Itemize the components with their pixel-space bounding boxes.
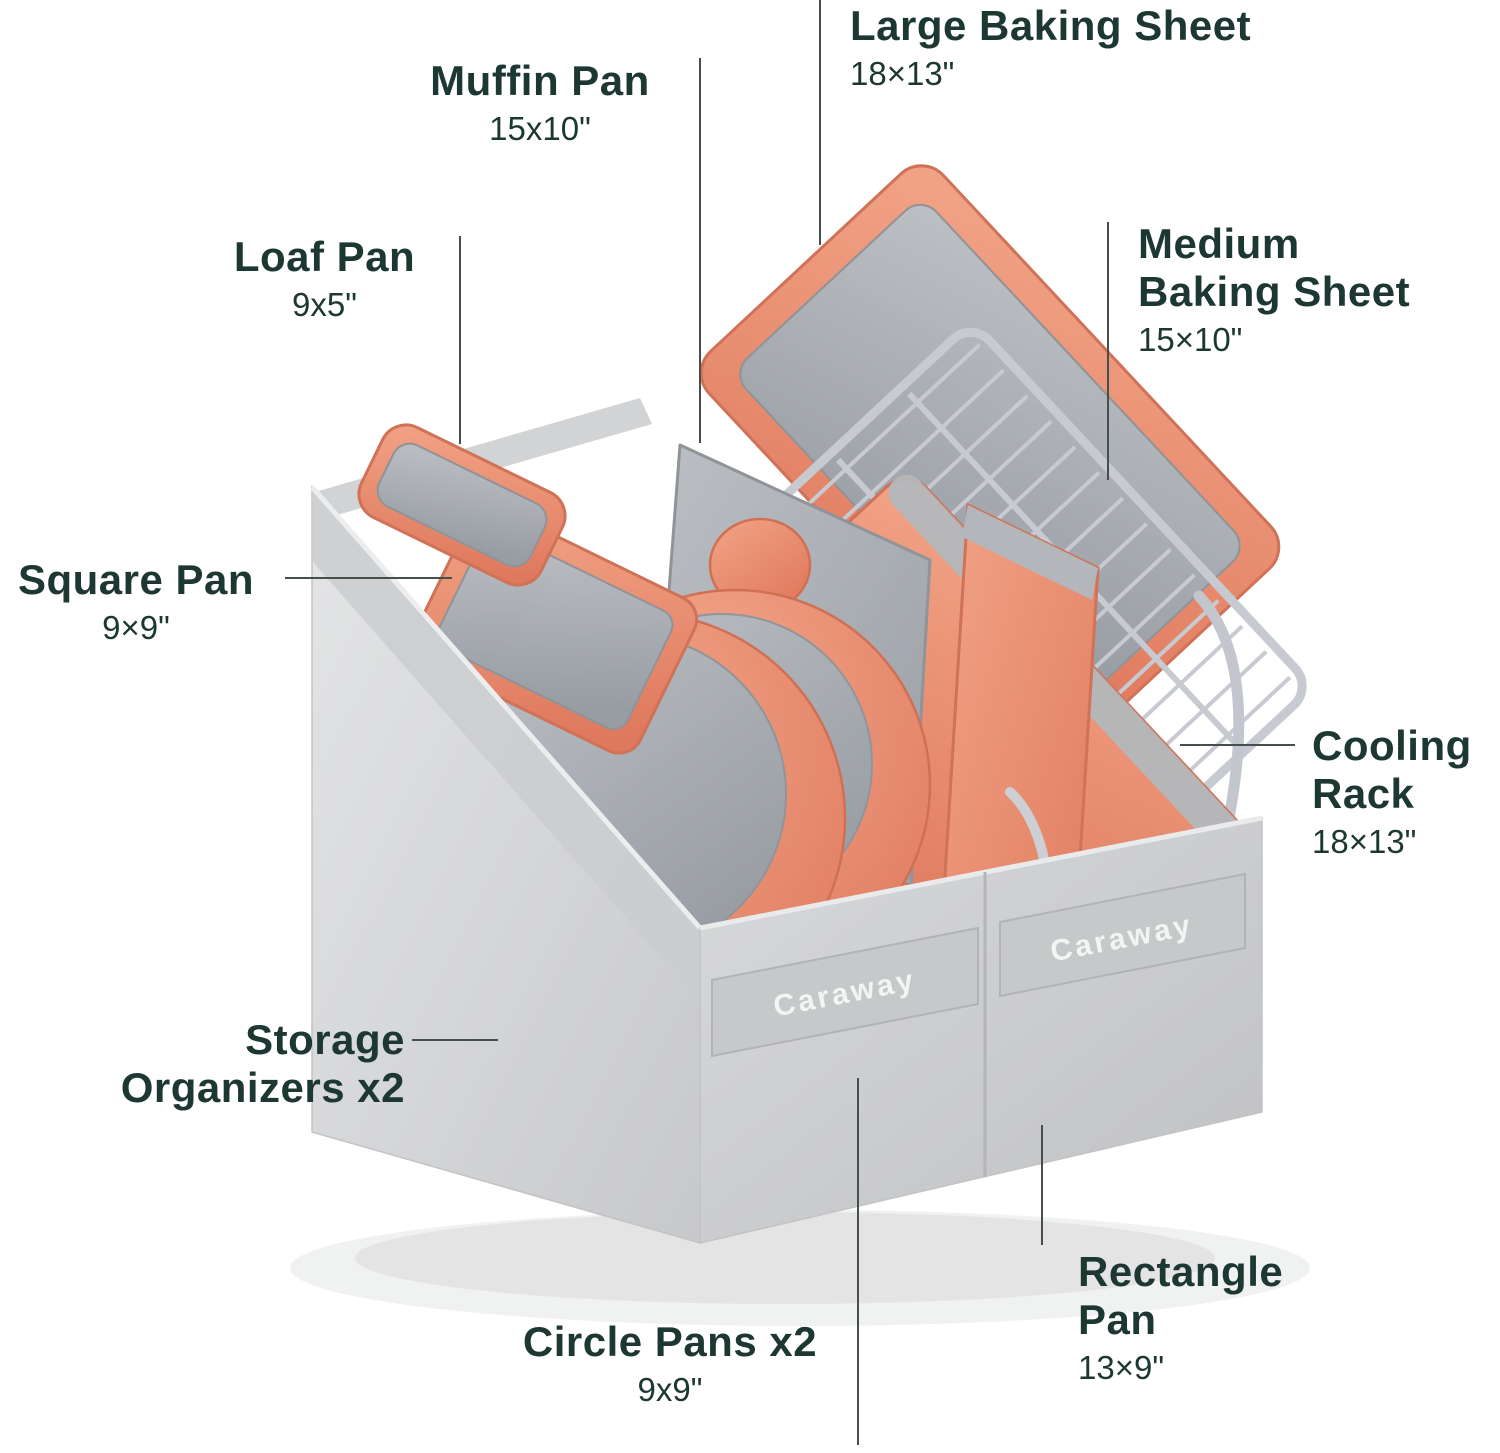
callout-title: Rectangle Pan <box>1078 1248 1284 1343</box>
leader-storage-organizers <box>412 1039 498 1041</box>
callout-dims: 18×13" <box>1312 823 1417 860</box>
callout-loaf-pan: Loaf Pan 9x5" <box>212 233 437 325</box>
rack-handle <box>1193 590 1245 844</box>
leader-cooling-rack <box>1180 744 1295 746</box>
bin-end-wall-band <box>312 487 700 1002</box>
callout-dims: 15×10" <box>1138 321 1243 358</box>
leader-large-baking-sheet <box>819 0 821 245</box>
callout-muffin-pan: Muffin Pan 15x10" <box>405 57 675 149</box>
leader-muffin-pan <box>699 58 701 443</box>
callout-title: Square Pan <box>17 556 255 603</box>
callout-circle-pans: Circle Pans x2 9x9" <box>455 1318 885 1410</box>
callout-title: Cooling Rack <box>1312 722 1472 817</box>
leader-loaf-pan <box>459 236 461 444</box>
callout-dims: 9x5" <box>292 286 357 323</box>
rectangle-pan-rim <box>962 505 1098 600</box>
callout-dims: 9×9" <box>102 609 170 646</box>
callout-cooling-rack: Cooling Rack 18×13" <box>1312 722 1500 862</box>
leader-medium-baking-sheet <box>1107 222 1109 480</box>
callout-title: Loaf Pan <box>233 233 416 280</box>
loaf-pan <box>357 423 567 587</box>
callout-large-baking-sheet: Large Baking Sheet 18×13" <box>850 2 1330 94</box>
callout-title: Storage Organizers x2 <box>120 1016 405 1111</box>
callout-dims: 13×9" <box>1078 1349 1165 1386</box>
callout-storage-organizers: Storage Organizers x2 <box>55 1016 405 1112</box>
callout-medium-baking-sheet: Medium Baking Sheet 15×10" <box>1138 220 1433 360</box>
callout-title: Muffin Pan <box>430 57 650 104</box>
callout-square-pan: Square Pan 9×9" <box>5 556 267 648</box>
strap-right: Caraway <box>999 872 1246 998</box>
strap-left: Caraway <box>711 926 979 1058</box>
leader-rectangle-pan <box>1041 1125 1043 1245</box>
callout-title: Medium Baking Sheet <box>1138 220 1411 315</box>
leader-circle-pans <box>857 1078 859 1445</box>
callout-rectangle-pan: Rectangle Pan 13×9" <box>1078 1248 1318 1388</box>
callout-dims: 9x9" <box>637 1371 703 1408</box>
leader-square-pan <box>285 577 452 579</box>
callout-title: Large Baking Sheet <box>850 2 1252 49</box>
callout-dims: 15x10" <box>489 110 591 147</box>
product-shadow <box>290 1210 1310 1326</box>
callout-title: Circle Pans x2 <box>522 1318 818 1365</box>
callout-dims: 18×13" <box>850 55 955 92</box>
